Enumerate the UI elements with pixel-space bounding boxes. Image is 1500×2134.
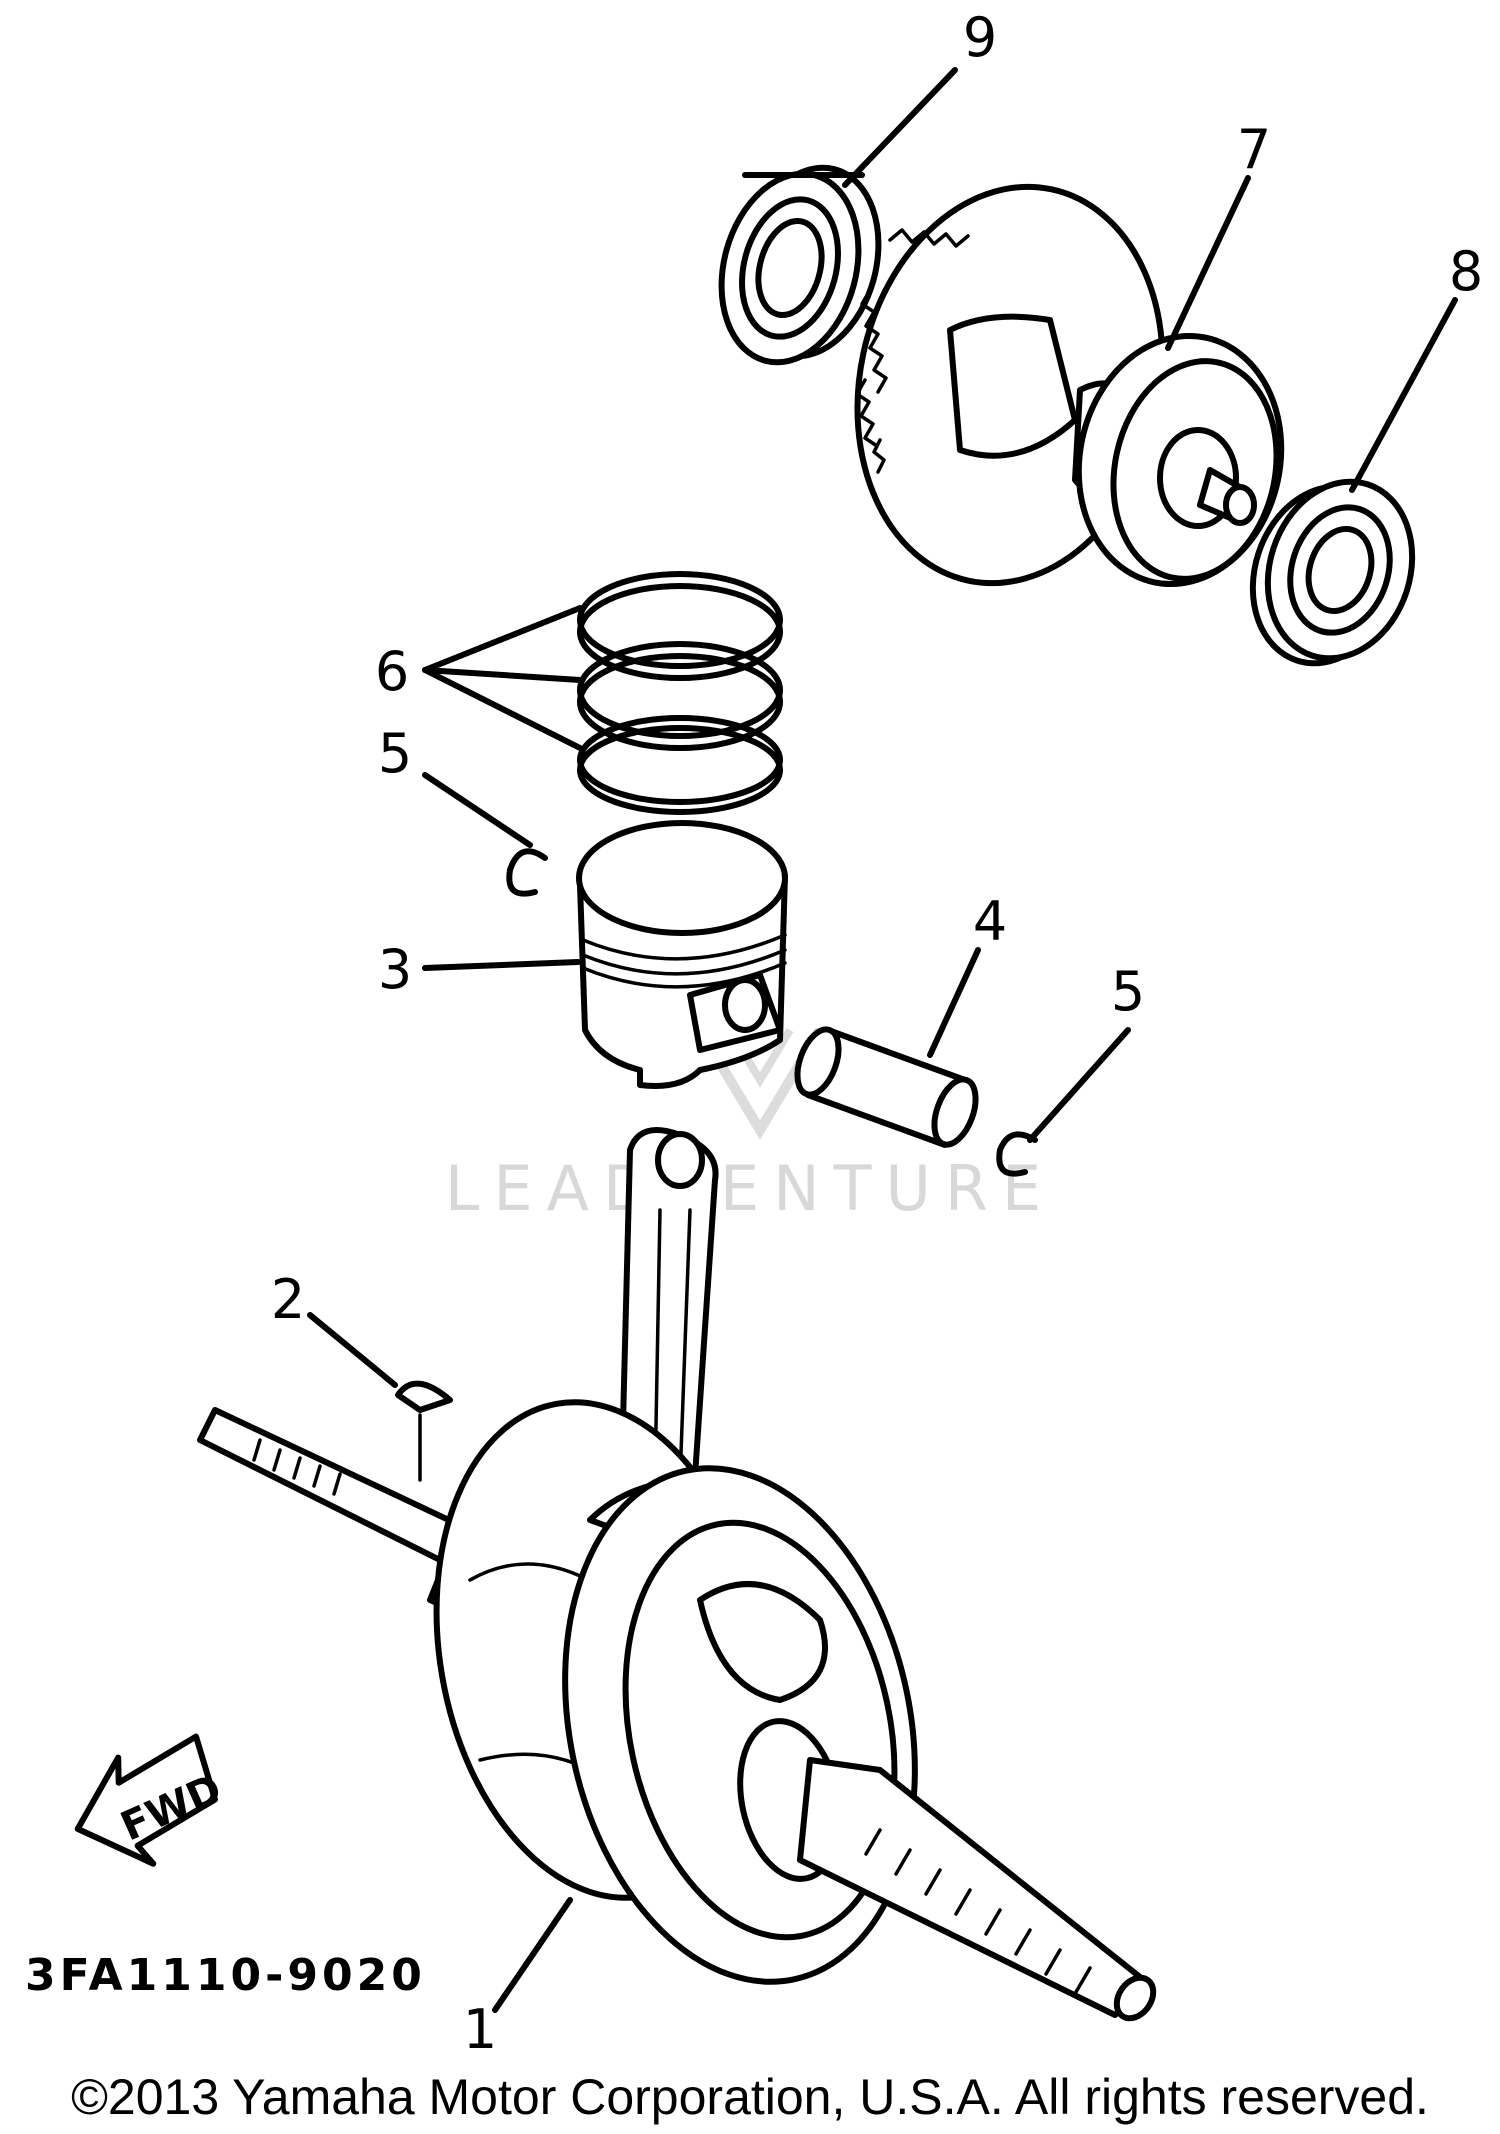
callout-8: 8 [1449,240,1483,303]
part-6-piston-rings [577,571,783,815]
part-5-circlip-right [996,1131,1038,1177]
callout-7: 7 [1237,118,1271,181]
diagram-part-code: 3FA1110-9020 [25,1950,426,2001]
part-5-circlip-left [506,848,548,897]
part-2-woodruff-key [395,1380,453,1482]
callout-5-right: 5 [1111,960,1145,1023]
callout-4: 4 [973,890,1007,953]
callout-9: 9 [963,6,997,69]
part-8-bearing [1249,478,1416,667]
callout-3: 3 [378,938,412,1001]
fwd-arrow: FWD [74,1733,229,1867]
part-9-bearing [718,164,882,366]
part-7-balancer-shaft [854,183,1285,588]
part-3-piston [576,820,788,1089]
callout-1: 1 [463,1998,497,2061]
leader-lines [307,67,1458,2013]
part-1-crankshaft [197,1127,1157,2022]
watermark: LEADVENTURE [445,1027,1055,1225]
watermark-text: LEADVENTURE [445,1152,1055,1225]
copyright-notice: ©2013 Yamaha Motor Corporation, U.S.A. A… [71,2069,1429,2125]
callout-6: 6 [375,640,409,703]
callout-labels: 1 2 3 4 5 5 6 7 8 9 [271,6,1483,2061]
callout-2: 2 [271,1268,305,1331]
callout-5-left: 5 [378,722,412,785]
part-4-piston-pin [794,1026,979,1148]
